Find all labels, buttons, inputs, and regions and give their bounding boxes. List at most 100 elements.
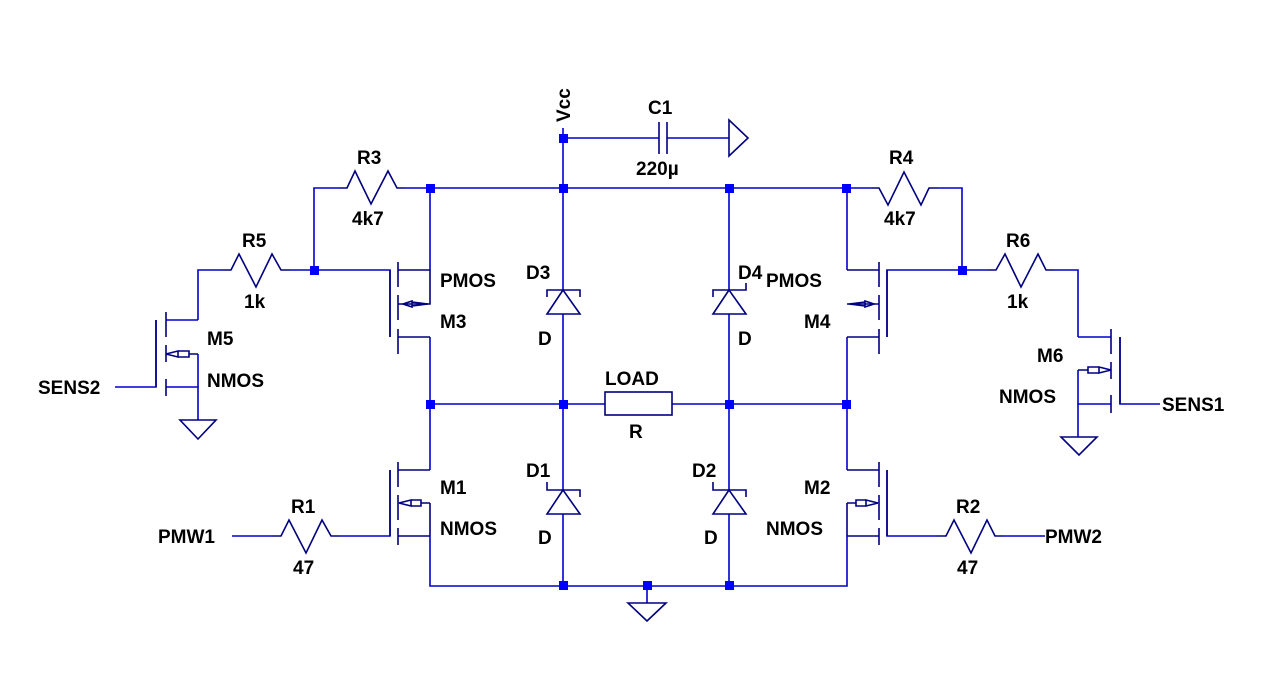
m4-ref: M4 xyxy=(804,312,831,333)
mosfet-arrow xyxy=(165,349,198,359)
wire-r6-right xyxy=(1054,269,1079,337)
junction-dot xyxy=(725,400,734,409)
wire-m6-source xyxy=(1077,403,1111,437)
mosfet-arrow xyxy=(400,299,429,309)
net-label-vcc[interactable]: Vcc xyxy=(554,88,575,122)
wire-sens2 xyxy=(115,320,157,388)
resistor-zigzag xyxy=(223,252,290,289)
mosfet-m1[interactable] xyxy=(389,462,431,545)
resistor-zigzag xyxy=(937,518,1003,555)
load-value: R xyxy=(629,422,643,443)
r4-ref: R4 xyxy=(889,148,914,169)
capacitor-plates xyxy=(658,122,668,154)
resistor-zigzag xyxy=(872,170,938,207)
resistor-r6[interactable] xyxy=(988,252,1054,289)
m2-value: NMOS xyxy=(766,519,823,540)
c1-value: 220µ xyxy=(636,159,679,180)
resistor-r1[interactable] xyxy=(273,518,340,555)
wire-r4-right xyxy=(938,187,963,270)
d1-value: D xyxy=(538,528,552,549)
diode-bar xyxy=(712,283,747,297)
resistor-r4[interactable] xyxy=(872,170,938,207)
mosfet-m6[interactable] xyxy=(1078,329,1121,413)
junction-dot xyxy=(310,266,319,275)
d2-ref: D2 xyxy=(692,461,716,482)
r1-value: 47 xyxy=(293,558,314,579)
junction-dot xyxy=(559,400,568,409)
r6-ref: R6 xyxy=(1006,231,1030,252)
junctions xyxy=(310,134,967,590)
m1-value: NMOS xyxy=(440,519,497,540)
d3-ref: D3 xyxy=(526,263,550,284)
mosfet-m5[interactable] xyxy=(155,312,198,396)
resistor-load[interactable] xyxy=(604,391,673,416)
net-label-sens1[interactable]: SENS1 xyxy=(1162,395,1225,416)
diode-bar xyxy=(546,289,581,297)
junction-dot xyxy=(958,266,967,275)
m3-ref: M3 xyxy=(440,312,466,333)
r5-value: 1k xyxy=(244,292,266,313)
diode-triangle xyxy=(545,288,582,315)
junction-dot xyxy=(725,581,734,590)
resistor-r5[interactable] xyxy=(223,252,290,289)
junction-dot xyxy=(842,400,851,409)
wire-m1-gate xyxy=(340,470,391,537)
diode-triangle xyxy=(711,488,748,515)
ground-icon-m5 xyxy=(178,419,218,441)
mosfet-arrow xyxy=(847,498,879,508)
wire-m1-source xyxy=(429,536,848,587)
m5-ref: M5 xyxy=(207,329,234,350)
r3-value: 4k7 xyxy=(352,209,384,230)
mosfet-m2[interactable] xyxy=(846,462,888,545)
wire-r5-left xyxy=(197,269,223,320)
d4-ref: D4 xyxy=(738,263,763,284)
mosfet-terminals xyxy=(398,269,431,338)
mosfet-arrow xyxy=(848,299,877,309)
junction-dot xyxy=(559,581,568,590)
ground-icon-c1 xyxy=(728,118,750,158)
r3-ref: R3 xyxy=(357,148,381,169)
wire-m4-gate xyxy=(886,269,988,337)
mosfet-arrow xyxy=(1078,365,1112,375)
r1-ref: R1 xyxy=(291,497,316,518)
mosfet-m3[interactable] xyxy=(389,262,431,354)
m6-value: NMOS xyxy=(999,387,1056,408)
resistor-zigzag xyxy=(340,169,405,206)
diode-triangle xyxy=(545,488,582,515)
junction-dot xyxy=(725,184,734,193)
wire-r3-left xyxy=(313,187,340,270)
diode-d2[interactable] xyxy=(711,482,748,515)
labels: Vcc C1 220µ R3 4k7 R4 4k7 R5 1k R6 1k R1… xyxy=(38,88,1225,579)
d3-value: D xyxy=(538,329,552,350)
c1-ref: C1 xyxy=(648,98,673,119)
wire-m5-source xyxy=(166,386,199,420)
net-label-pmw1[interactable]: PMW1 xyxy=(158,527,215,548)
m5-value: NMOS xyxy=(207,371,264,392)
load-ref: LOAD xyxy=(605,369,659,390)
ground-icon-bottom xyxy=(625,602,669,623)
diode-triangle xyxy=(711,288,748,315)
junction-dot xyxy=(559,184,568,193)
diode-d1[interactable] xyxy=(545,482,582,515)
wire-sens1 xyxy=(1119,337,1160,405)
resistor-r2[interactable] xyxy=(937,518,1003,555)
r6-value: 1k xyxy=(1007,292,1029,313)
net-label-pmw2[interactable]: PMW2 xyxy=(1045,527,1102,548)
r5-ref: R5 xyxy=(242,231,267,252)
d2-value: D xyxy=(704,528,718,549)
junction-dot xyxy=(842,184,851,193)
junction-dot xyxy=(426,184,435,193)
junction-dot xyxy=(426,400,435,409)
mosfet-m4[interactable] xyxy=(847,262,888,354)
r4-value: 4k7 xyxy=(884,209,916,230)
diode-d3[interactable] xyxy=(545,288,582,315)
capacitor-c1[interactable] xyxy=(658,122,668,154)
mosfet-arrow xyxy=(398,498,430,508)
diode-d4[interactable] xyxy=(711,283,748,315)
net-label-sens2[interactable]: SENS2 xyxy=(38,378,100,399)
junction-dot xyxy=(559,134,568,143)
d4-value: D xyxy=(738,329,752,350)
m2-ref: M2 xyxy=(804,478,830,499)
resistor-r3[interactable] xyxy=(340,169,405,206)
